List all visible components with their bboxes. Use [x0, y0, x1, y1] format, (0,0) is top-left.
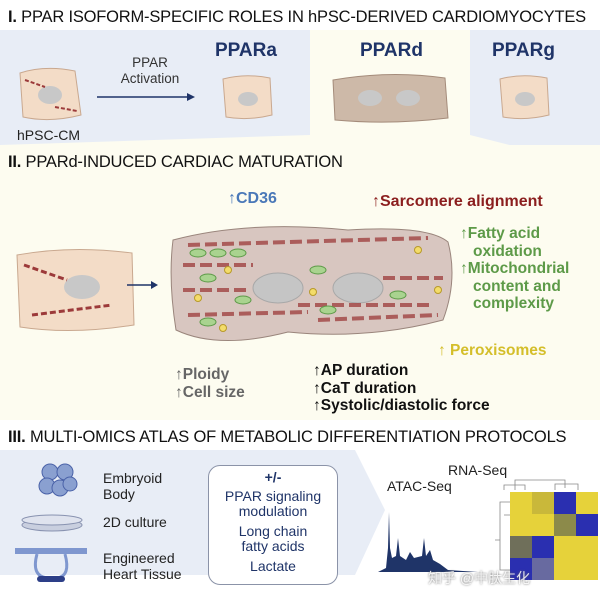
mature-cardiomyocyte-icon [170, 226, 453, 342]
culture-dish-icon [21, 514, 83, 532]
pparg-label: PPARg [492, 40, 555, 61]
engineered-heart-tissue-icon [15, 548, 87, 582]
hpsc-cm-label: hPSC-CM [17, 127, 81, 143]
rna-seq-heatmap [495, 479, 598, 580]
peroxisomes-annotation: ↑ Peroxisomes [438, 342, 547, 359]
activation-arrow-icon [97, 93, 195, 101]
electrophysiology-annotation: ↑AP duration↑CaT duration↑Systolic/diast… [313, 362, 490, 414]
watermark: 知乎 @中肽生化 [428, 570, 531, 586]
ppara-label: PPARa [215, 40, 277, 61]
section1-title: I. PPAR ISOFORM-SPECIFIC ROLES IN hPSC-D… [8, 8, 586, 26]
metabolism-annotation: ↑Fatty acid oxidation ↑Mitochondrial con… [460, 225, 570, 312]
sarcomere-annotation: ↑Sarcomere alignment [372, 193, 543, 210]
section2-title: II. PPARd-INDUCED CARDIAC MATURATION [8, 153, 343, 171]
rna-seq-label: RNA-Seq [448, 462, 508, 478]
protocol-2d-culture: 2D culture [103, 514, 167, 530]
atac-seq-peaks-chart [378, 512, 478, 572]
maturation-arrow-icon [127, 281, 158, 289]
ppara-cell-icon [222, 75, 273, 120]
hpsc-cm-cell-icon [19, 67, 82, 121]
ppard-label: PPARd [360, 40, 423, 61]
embryoid-body-icon [38, 463, 78, 497]
cd36-annotation: ↑CD36 [228, 190, 277, 207]
pparg-cell-icon [499, 75, 550, 120]
immature-cell-icon [16, 248, 135, 332]
section3-title: III. MULTI-OMICS ATLAS OF METABOLIC DIFF… [8, 428, 567, 446]
atac-seq-label: ATAC-Seq [387, 478, 452, 494]
ploidy-annotation: ↑Ploidy↑Cell size [175, 366, 245, 401]
ppard-cell-icon [332, 73, 449, 123]
